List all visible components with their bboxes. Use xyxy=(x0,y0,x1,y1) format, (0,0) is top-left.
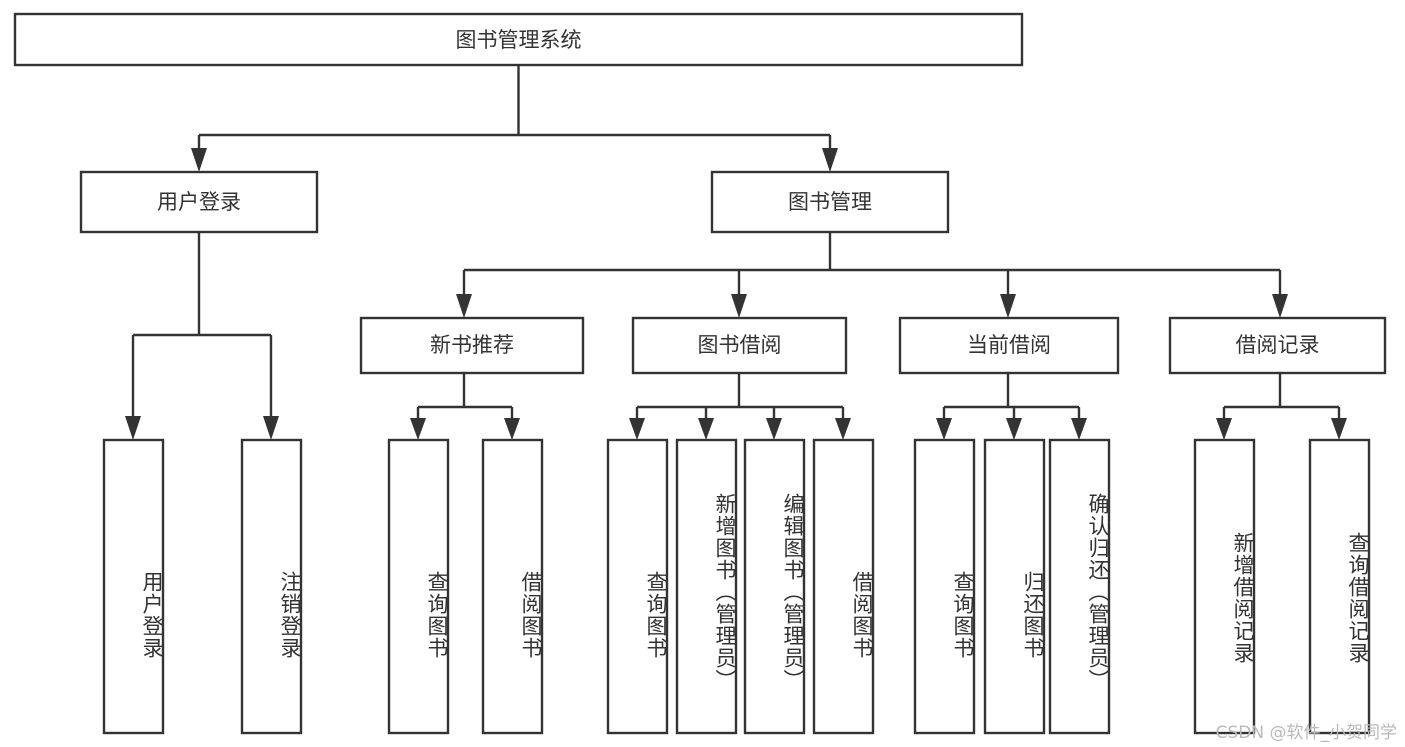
node-book-borrow-box[interactable] xyxy=(631,316,848,375)
node-book-manage-label: 图书管理 xyxy=(788,190,872,214)
arrow-bm-to-current-borrow xyxy=(1000,294,1016,318)
node-borrow-record-box[interactable] xyxy=(1168,316,1387,375)
node-book-borrow-label: 图书借阅 xyxy=(698,333,782,357)
connectors-current-borrow-to-leaves xyxy=(936,373,1087,440)
arrow-root-to-user-login xyxy=(191,148,207,172)
node-root-box[interactable] xyxy=(13,12,1024,67)
node-current-borrow-box[interactable] xyxy=(898,316,1120,375)
arrow-br-to-leaf1 xyxy=(1216,418,1232,440)
leaf-boxes xyxy=(102,438,1371,735)
node-book-manage-box[interactable] xyxy=(710,170,950,234)
arrow-cb-to-leaf1 xyxy=(936,418,952,440)
arrow-root-to-book-manage xyxy=(822,148,838,172)
arrow-bb-to-leaf1 xyxy=(629,418,645,440)
arrow-bb-to-leaf4 xyxy=(835,418,851,440)
connectors-root-to-level2 xyxy=(191,65,838,172)
node-book-manage[interactable]: 图书管理 xyxy=(710,170,950,234)
arrow-cb-to-leaf3 xyxy=(1071,418,1087,440)
arrow-bm-to-new-book xyxy=(456,294,472,318)
arrow-bm-to-borrow-record xyxy=(1272,294,1288,318)
arrow-nb-to-leaf1 xyxy=(410,418,426,440)
arrow-br-to-leaf2 xyxy=(1331,418,1347,440)
leaf-box-query-book-bor[interactable] xyxy=(606,438,669,735)
node-new-book-recommend[interactable]: 新书推荐 xyxy=(359,316,585,375)
leaf-box-return-book[interactable] xyxy=(983,438,1046,735)
node-new-book-recommend-box[interactable] xyxy=(359,316,585,375)
leaf-box-logout-login[interactable] xyxy=(240,438,303,735)
connectors-borrow-record-to-leaves xyxy=(1216,373,1347,440)
node-current-borrow[interactable]: 当前借阅 xyxy=(898,316,1120,375)
node-user-login-label: 用户登录 xyxy=(157,190,241,214)
leaf-box-confirm-return[interactable] xyxy=(1048,438,1111,735)
node-borrow-record[interactable]: 借阅记录 xyxy=(1168,316,1387,375)
leaf-box-query-book-cur[interactable] xyxy=(913,438,976,735)
connectors-book-manage-to-level3 xyxy=(456,232,1288,318)
leaf-box-add-book[interactable] xyxy=(675,438,738,735)
node-user-login-box[interactable] xyxy=(79,170,319,234)
arrow-nb-to-leaf2 xyxy=(504,418,520,440)
connectors-book-borrow-to-leaves xyxy=(629,373,851,440)
node-current-borrow-label: 当前借阅 xyxy=(967,333,1051,357)
node-root-label: 图书管理系统 xyxy=(456,28,582,52)
leaf-box-query-book-rec[interactable] xyxy=(387,438,450,735)
arrow-bb-to-leaf2 xyxy=(698,418,714,440)
leaf-box-user-login[interactable] xyxy=(102,438,165,735)
leaf-box-edit-book[interactable] xyxy=(743,438,806,735)
leaf-box-borrow-book-bor[interactable] xyxy=(812,438,875,735)
node-root[interactable]: 图书管理系统 xyxy=(13,12,1024,67)
arrow-ul-to-leaf2 xyxy=(263,416,279,440)
arrow-cb-to-leaf2 xyxy=(1006,418,1022,440)
arrow-bm-to-book-borrow xyxy=(731,294,747,318)
node-book-borrow[interactable]: 图书借阅 xyxy=(631,316,848,375)
leaf-box-borrow-book-rec[interactable] xyxy=(481,438,544,735)
arrow-ul-to-leaf1 xyxy=(125,416,141,440)
connectors-new-book-to-leaves xyxy=(410,373,520,440)
node-new-book-recommend-label: 新书推荐 xyxy=(430,333,514,357)
watermark: CSDN @软件_小贺同学 xyxy=(1215,723,1397,743)
node-borrow-record-label: 借阅记录 xyxy=(1236,333,1320,357)
arrow-bb-to-leaf3 xyxy=(766,418,782,440)
node-user-login[interactable]: 用户登录 xyxy=(79,170,319,234)
leaf-box-query-record[interactable] xyxy=(1308,438,1371,735)
connectors-user-login-to-leaves xyxy=(125,232,279,440)
leaf-box-add-record[interactable] xyxy=(1193,438,1256,735)
